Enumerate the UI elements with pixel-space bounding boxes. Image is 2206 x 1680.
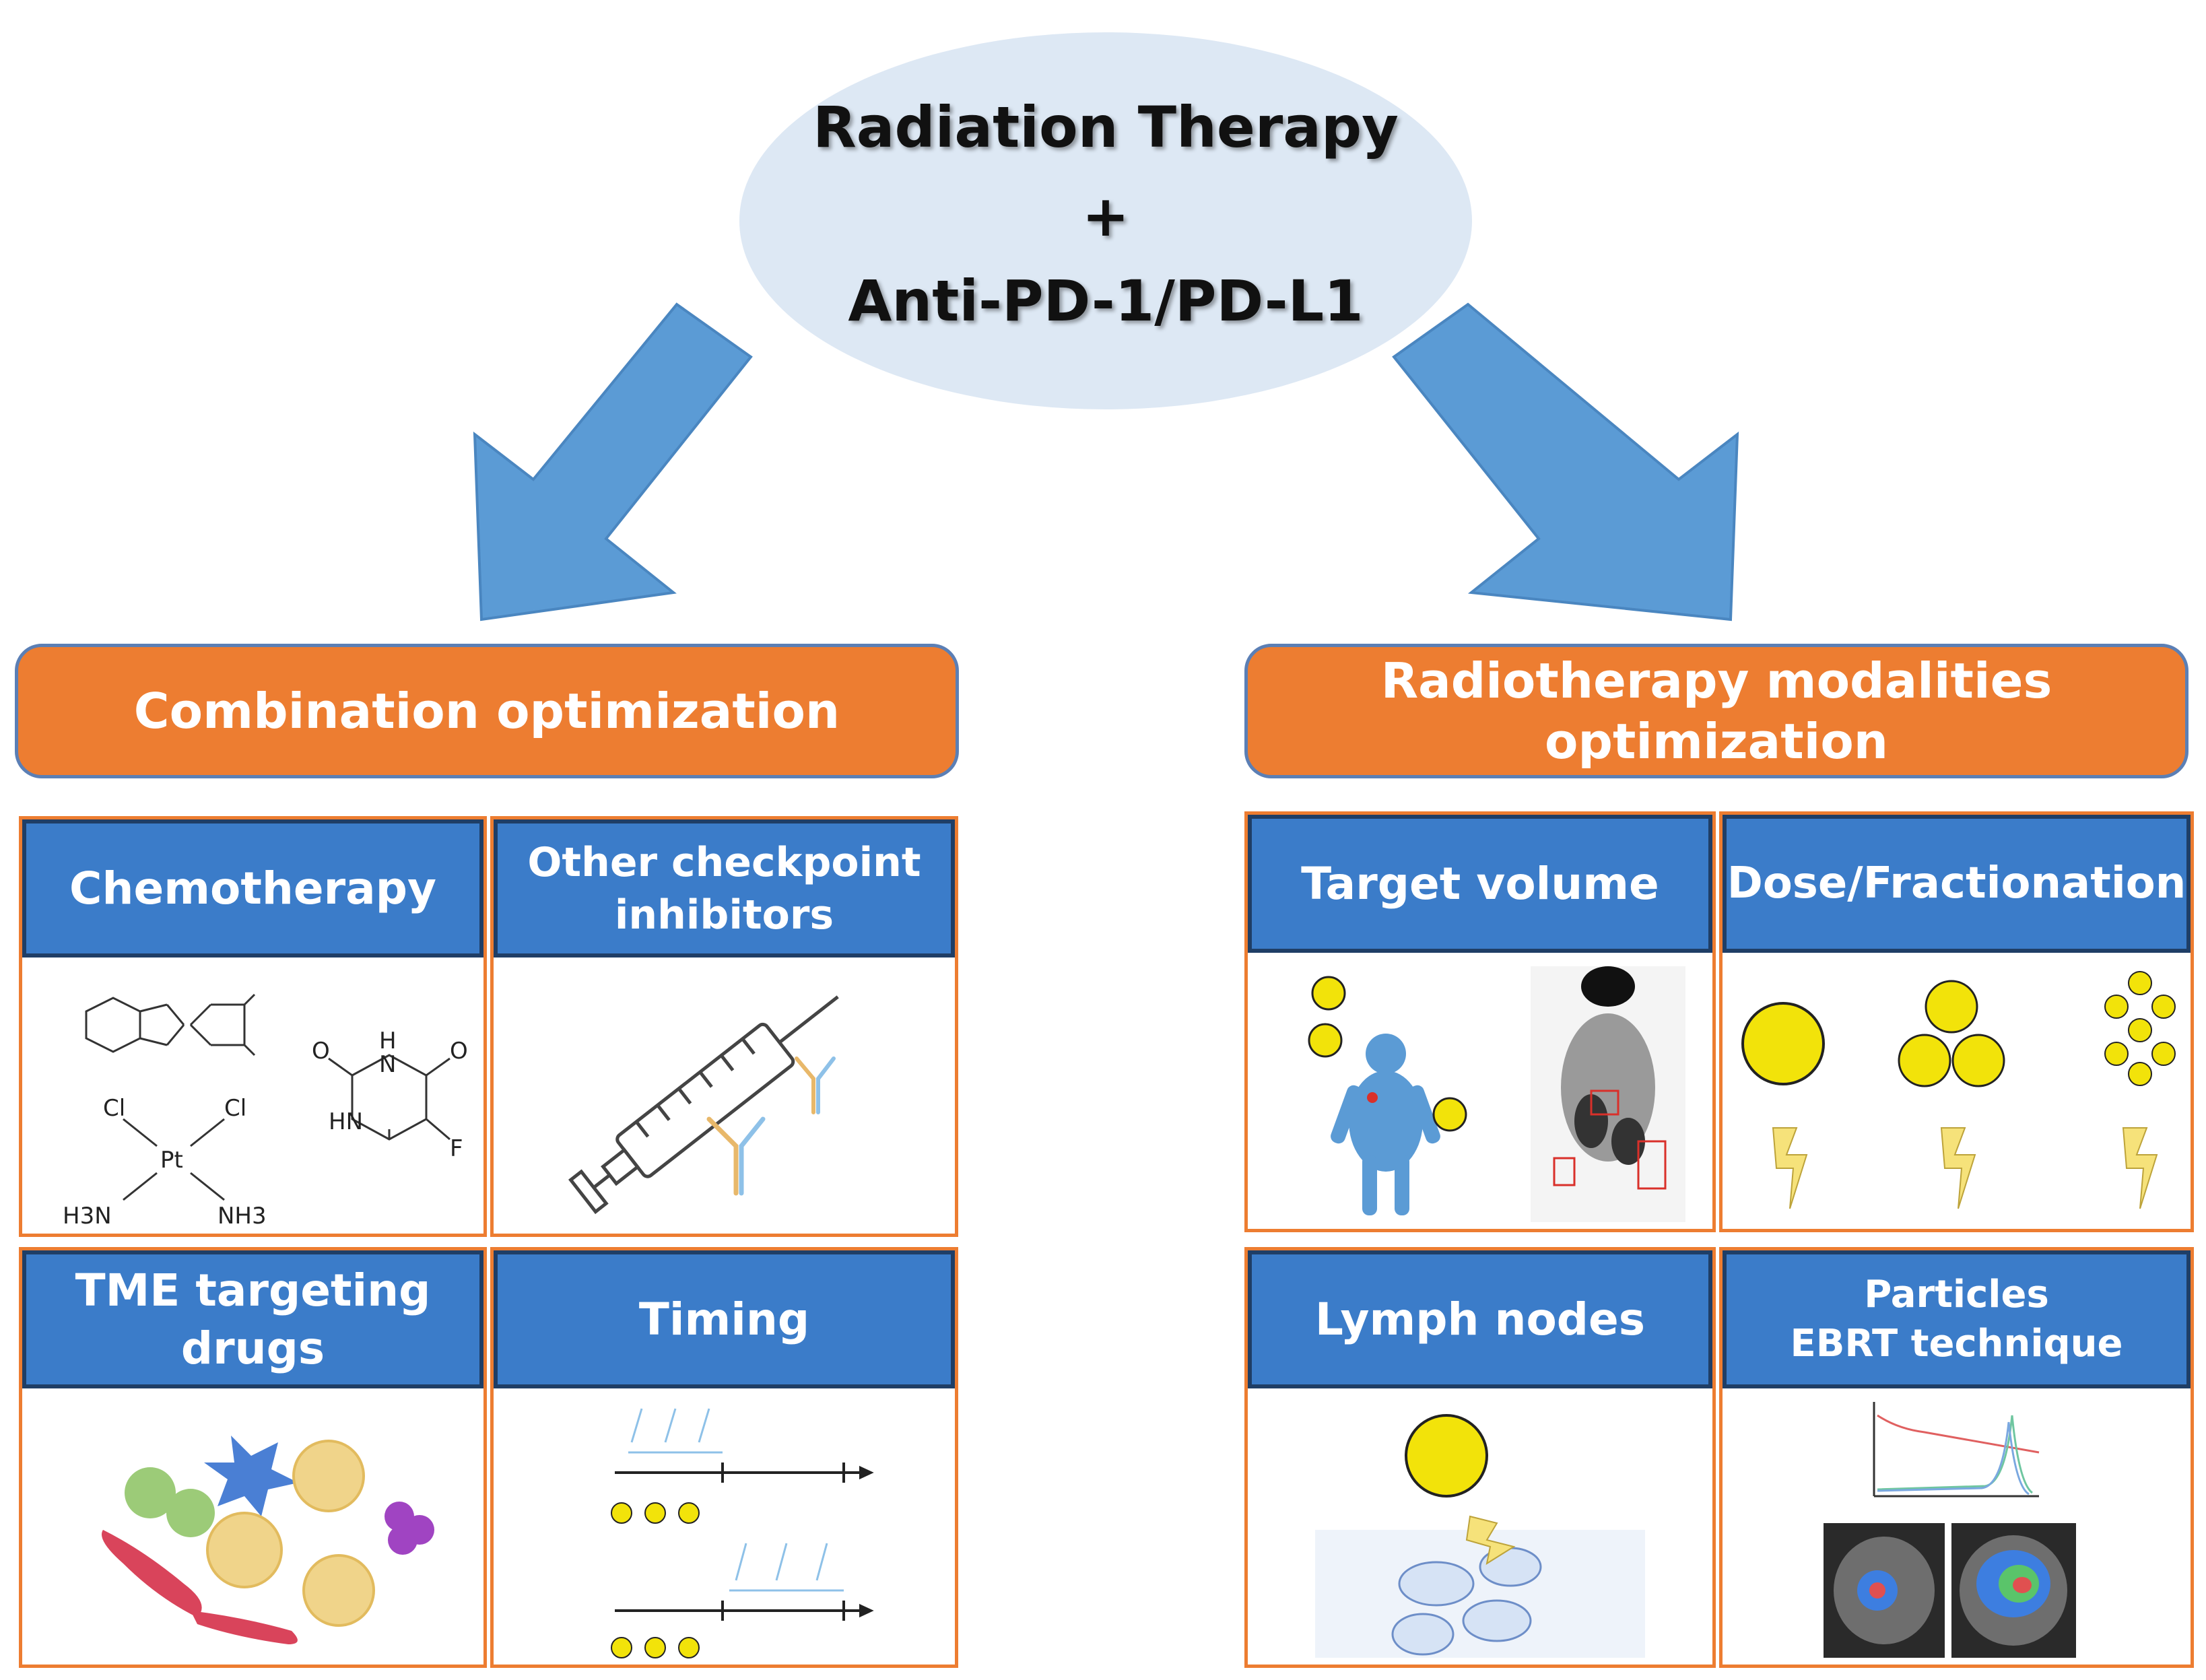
panel-particles-title-line2: EBRT technique <box>1790 1321 2123 1366</box>
tumor-cell-icon <box>206 1440 375 1627</box>
panel-tme-title-line2: drugs <box>180 1322 325 1374</box>
fluorouracil-structure <box>328 1054 450 1141</box>
syringe-illustration <box>494 957 955 1234</box>
nh3-label: NH3 <box>218 1203 267 1230</box>
ct-scan-images <box>1824 1523 2076 1658</box>
left-arrow <box>473 302 753 621</box>
timeline-2-radiation <box>611 1637 700 1658</box>
panel-checkpoint-inhibitors: Other checkpoint inhibitors <box>490 816 958 1237</box>
radiation-medium-icons <box>1898 980 2005 1087</box>
flow-arrows <box>473 302 1739 621</box>
panel-chemotherapy-header: Chemotherapy <box>22 819 483 957</box>
o-label-2: O <box>450 1038 468 1065</box>
panel-particles: Particles EBRT technique <box>1719 1247 2194 1668</box>
panel-lymph-title: Lymph nodes <box>1314 1293 1646 1345</box>
h-label: H <box>379 1028 397 1054</box>
panel-chemotherapy: Chemotherapy <box>19 816 487 1237</box>
timeline-2-injections <box>729 1543 844 1592</box>
timeline-1 <box>615 1463 874 1483</box>
panel-checkpoint-header: Other checkpoint inhibitors <box>494 819 955 957</box>
lightning-icons <box>1772 1127 2158 1209</box>
timeline-1-radiation <box>611 1502 700 1524</box>
pt-label: Pt <box>160 1147 183 1174</box>
radiation-large-icon <box>1741 1002 1825 1085</box>
dendritic-cell-icon <box>204 1436 298 1516</box>
radiotherapy-optimization-line2: optimization <box>1544 713 1889 770</box>
timeline-2 <box>615 1601 874 1621</box>
hn-label: HN <box>329 1108 363 1135</box>
particles-illustration <box>1723 1388 2191 1665</box>
panel-lymph-header: Lymph nodes <box>1248 1250 1712 1388</box>
macrophage-icon <box>385 1502 434 1555</box>
panel-chemotherapy-title: Chemotherapy <box>69 862 436 914</box>
lymph-node-icons <box>1391 1547 1542 1656</box>
panel-timing-title: Timing <box>638 1293 810 1345</box>
panel-lymph-nodes: Lymph nodes <box>1244 1247 1716 1668</box>
combination-optimization-header: Combination optimization <box>15 644 959 778</box>
antibody-icon <box>706 1116 766 1196</box>
panel-particles-header: Particles EBRT technique <box>1723 1250 2191 1388</box>
panel-particles-title-line1: Particles <box>1864 1272 2049 1316</box>
panel-dose-fractionation: Dose/Fractionation <box>1719 811 2194 1232</box>
panel-tme-header: TME targeting drugs <box>22 1250 483 1388</box>
dose-fractionation-illustration <box>1723 953 2191 1229</box>
panel-checkpoint-title-line1: Other checkpoint <box>527 838 921 886</box>
panel-timing-header: Timing <box>494 1250 955 1388</box>
tme-cells-illustration <box>22 1388 483 1665</box>
cl-label-2: Cl <box>224 1095 246 1122</box>
center-title-plus: + <box>1081 183 1130 249</box>
chemo-structures: Cl Cl Pt H3N NH3 H N O O HN F <box>22 957 483 1234</box>
bragg-peak-plot <box>1873 1402 2040 1498</box>
n-label: N <box>379 1051 396 1078</box>
center-ellipse <box>739 32 1472 409</box>
right-arrow <box>1392 302 1739 621</box>
lightning-icon <box>1465 1515 1516 1566</box>
f-label: F <box>450 1135 463 1162</box>
h3n-label: H3N <box>63 1203 112 1230</box>
lymph-nodes-illustration <box>1248 1388 1712 1665</box>
panel-target-volume: Target volume <box>1244 811 1716 1232</box>
panel-target-volume-title: Target volume <box>1301 857 1659 910</box>
oxaliplatin-structure <box>85 993 256 1056</box>
radiation-symbols <box>1308 976 1467 1132</box>
panel-dose-title: Dose/Fractionation <box>1727 858 2186 908</box>
pet-scan-image <box>1531 966 1685 1222</box>
timing-timelines <box>494 1388 955 1665</box>
panel-timing: Timing <box>490 1247 958 1668</box>
combination-optimization-label: Combination optimization <box>133 683 840 739</box>
radiation-small-icons <box>2104 971 2176 1086</box>
antibody-icon-small <box>795 1056 836 1114</box>
radiation-icon <box>1405 1414 1488 1498</box>
radiotherapy-optimization-line1: Radiotherapy modalities <box>1380 652 2052 709</box>
cisplatin-structure <box>123 1118 225 1201</box>
panel-checkpoint-title-line2: inhibitors <box>614 891 834 939</box>
radiotherapy-optimization-header: Radiotherapy modalities optimization <box>1244 644 2188 778</box>
panel-tme-targeting: TME targeting drugs <box>19 1247 487 1668</box>
target-volume-illustration <box>1248 953 1712 1229</box>
syringe-icon <box>568 995 839 1215</box>
timeline-1-injections <box>628 1408 723 1454</box>
center-title-line3: Anti-PD-1/PD-L1 <box>848 268 1364 334</box>
tumor-marker <box>1367 1092 1378 1103</box>
center-title-line1: Radiation Therapy <box>813 94 1399 160</box>
fibroblast-icon <box>102 1530 298 1644</box>
t-cell-icon <box>125 1467 215 1537</box>
cl-label-1: Cl <box>103 1095 125 1122</box>
o-label-1: O <box>312 1038 330 1065</box>
panel-dose-header: Dose/Fractionation <box>1723 815 2191 953</box>
body-figure-icon <box>1331 1034 1440 1215</box>
panel-tme-title-line1: TME targeting <box>75 1264 431 1316</box>
panel-target-volume-header: Target volume <box>1248 815 1712 953</box>
